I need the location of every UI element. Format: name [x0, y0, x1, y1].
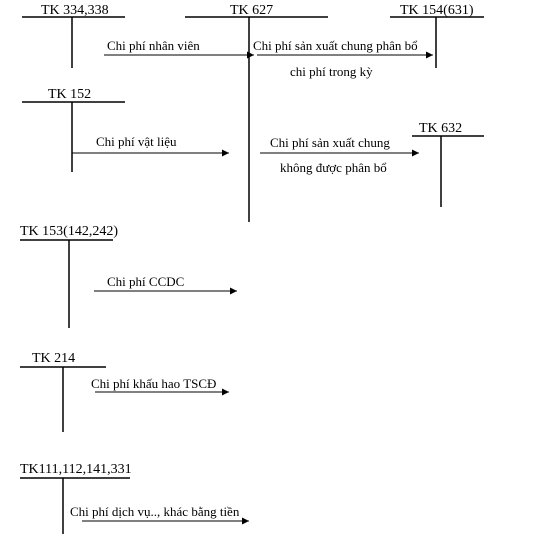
flow-label-khau-hao: Chi phí khấu hao TSCĐ [91, 376, 216, 391]
account-tk627: TK 627 [185, 3, 328, 222]
account-tk153: TK 153(142,242) [20, 224, 118, 328]
account-tk334: TK 334,338 [22, 3, 125, 68]
flow-ccdc: Chi phí CCDC [94, 274, 237, 295]
account-label-tk334: TK 334,338 [41, 3, 109, 18]
flow-label-dich-vu: Chi phí dịch vụ.., khác bằng tiền [70, 504, 240, 519]
account-label-tk632: TK 632 [419, 121, 462, 136]
flow-label-khong-phan-bo-line2: không được phân bổ [280, 160, 387, 175]
account-tk214: TK 214 [20, 351, 106, 432]
account-label-tk627: TK 627 [230, 3, 273, 18]
flow-label-ccdc: Chi phí CCDC [107, 274, 184, 289]
account-tk632: TK 632 [412, 121, 484, 207]
flow-nhan-vien: Chi phí nhân viên [104, 38, 254, 59]
flow-phan-bo: Chi phí sản xuất chung phân bổ chi phí t… [253, 38, 433, 79]
flow-label-phan-bo-line1: Chi phí sản xuất chung phân bổ [253, 38, 418, 53]
flow-label-khong-phan-bo-line1: Chi phí sản xuất chung [270, 135, 390, 150]
flow-khong-phan-bo: Chi phí sản xuất chung không được phân b… [260, 135, 419, 175]
flow-vat-lieu: Chi phí vật liệu [72, 134, 229, 157]
account-label-tk153: TK 153(142,242) [20, 224, 118, 239]
flow-dich-vu: Chi phí dịch vụ.., khác bằng tiền [70, 504, 249, 525]
account-label-tk214: TK 214 [32, 351, 75, 366]
account-label-tk154: TK 154(631) [400, 3, 474, 18]
account-label-tk111: TK111,112,141,331 [20, 462, 132, 477]
flow-label-nhan-vien: Chi phí nhân viên [107, 38, 200, 53]
account-label-tk152: TK 152 [48, 87, 91, 102]
account-tk154: TK 154(631) [390, 3, 484, 68]
flow-label-vat-lieu: Chi phí vật liệu [96, 134, 177, 149]
account-tk152: TK 152 [22, 87, 125, 172]
flow-khau-hao: Chi phí khấu hao TSCĐ [91, 376, 229, 396]
flow-label-phan-bo-line2: chi phí trong kỳ [290, 64, 373, 79]
account-tk111: TK111,112,141,331 [20, 462, 132, 534]
